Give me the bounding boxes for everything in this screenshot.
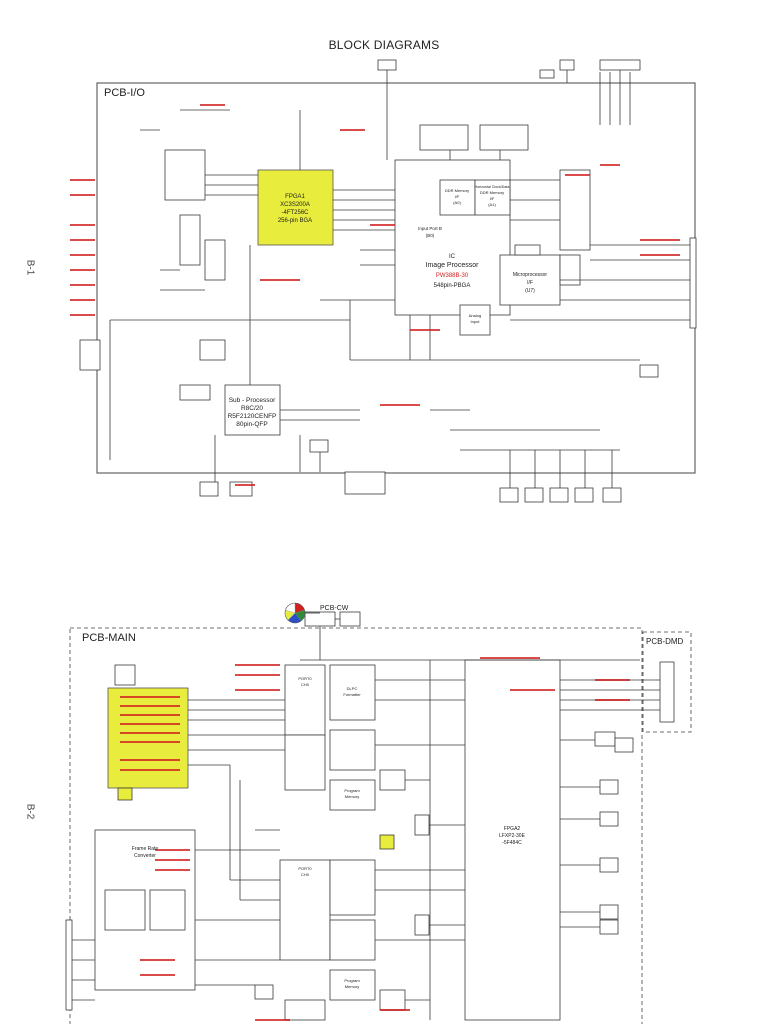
mem-c-label-1: Memory bbox=[345, 794, 359, 799]
input-port-label-0: Input Port B bbox=[418, 226, 442, 231]
fpga1-label-2: -4FT256C bbox=[281, 210, 309, 216]
sub-processor-label-0: Sub - Processor bbox=[229, 397, 276, 404]
connector bbox=[377, 59, 397, 71]
connector bbox=[539, 69, 555, 79]
analog-label-1: Input bbox=[471, 319, 481, 324]
mem-d-label-1: Memory bbox=[345, 984, 359, 989]
connector bbox=[559, 59, 575, 71]
memory-b-label-3: (A1) bbox=[488, 202, 496, 207]
io-connector-strip bbox=[689, 237, 697, 329]
pcb-cw-board-label: PCB-CW bbox=[320, 605, 349, 612]
fpga1-label-3: 256-pin BGA bbox=[278, 218, 312, 224]
sub-processor-label-1: R8C/20 bbox=[241, 405, 263, 412]
pcb-io-block-labels: FPGA1 XC3S200A -4FT256C 256-pin BGA IC I… bbox=[228, 185, 548, 428]
analog-label-0: Analog bbox=[469, 313, 481, 318]
color-wheel-icon bbox=[284, 602, 320, 624]
image-processor-label-1: Image Processor bbox=[426, 262, 480, 269]
diagram-pcb-main bbox=[65, 611, 692, 1024]
memory-a-label-1: I/F bbox=[455, 194, 460, 199]
main-yellow-chip bbox=[107, 687, 189, 789]
memory-a-label-0: DDR Memory bbox=[445, 188, 469, 193]
mem-d-label-0: Program bbox=[344, 978, 360, 983]
formatter-label-0: DLPC bbox=[347, 686, 358, 691]
fpga2-label-0: FPGA2 bbox=[504, 826, 521, 832]
frame-rate-label-1: Converter bbox=[134, 853, 156, 859]
connector bbox=[599, 59, 641, 71]
fpga2-block bbox=[464, 659, 561, 1021]
pcb-main-labels: PCB-MAIN PCB-CW PCB-DMD bbox=[82, 605, 684, 646]
pcb-main-board-label: PCB-MAIN bbox=[82, 632, 136, 644]
pcb-main-frame bbox=[69, 627, 643, 1024]
input-port-label-1: (B0) bbox=[426, 233, 435, 238]
pcb-dmd-board-label: PCB-DMD bbox=[646, 637, 684, 646]
pcb-main-annotations bbox=[120, 657, 630, 1021]
memory-b-label-1: DDR Memory bbox=[480, 190, 504, 195]
image-processor-label-0: IC bbox=[449, 254, 456, 260]
mem-c-label-0: Program bbox=[344, 788, 360, 793]
pcb-dmd-frame bbox=[642, 631, 692, 733]
fpga2-label-2: -5F484C bbox=[502, 840, 522, 846]
sub-processor-label-3: 80pin-QFP bbox=[236, 421, 267, 428]
memory-a-label-2: (A0) bbox=[453, 200, 461, 205]
pcb-io-annotations bbox=[70, 104, 680, 486]
image-processor-label-2: PW388B-30 bbox=[436, 273, 469, 279]
sub-processor-label-2: R5F2120CENFP bbox=[228, 413, 277, 420]
fpga1-block bbox=[257, 169, 334, 246]
memory-b-label-0: Horizontal Clock/Data bbox=[475, 185, 510, 189]
microprocessor-label-1: I/F bbox=[527, 280, 533, 286]
pcb-main-block-labels: FPGA2 LFXP2-30E -5F484C Frame Rate Conve… bbox=[132, 676, 526, 989]
formatter-label-1: Formatter bbox=[343, 692, 361, 697]
pcb-io-board-label: PCB-I/O bbox=[104, 87, 145, 99]
image-processor-label-3: 548pin-PBGA bbox=[434, 283, 471, 289]
page-title: BLOCK DIAGRAMS bbox=[328, 38, 440, 52]
diagram-pcb-io bbox=[79, 59, 697, 503]
microprocessor-label-0: Microprocessor bbox=[513, 272, 548, 278]
frame-rate-label-0: Frame Rate bbox=[132, 846, 159, 852]
sub-processor-block bbox=[224, 384, 281, 436]
port-b-label-1: CH0 bbox=[301, 872, 310, 877]
port-a-label-0: PORT0 bbox=[298, 676, 312, 681]
microprocessor-label-2: (U7) bbox=[525, 288, 535, 294]
fpga1-label-1: XC3S200A bbox=[280, 202, 310, 208]
pcb-io-labels: PCB-I/O bbox=[104, 87, 145, 99]
port-b-label-0: PORT0 bbox=[298, 866, 312, 871]
memory-b-label-2: I/F bbox=[490, 196, 495, 201]
fpga1-label-0: FPGA1 bbox=[285, 194, 305, 200]
connector-chip bbox=[559, 169, 591, 251]
port-a-label-1: CH0 bbox=[301, 682, 310, 687]
fpga2-label-1: LFXP2-30E bbox=[499, 833, 526, 839]
